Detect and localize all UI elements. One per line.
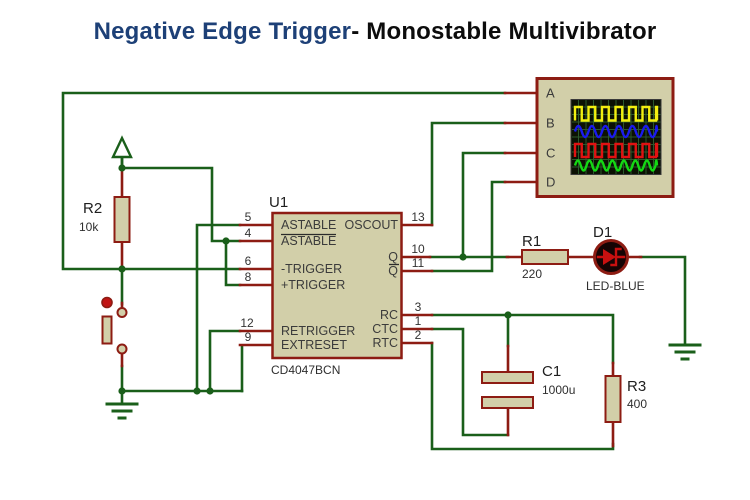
wire-ground-bus [120,267,244,406]
oscilloscope: A B C D [535,77,675,198]
pin-label: CTC [372,322,398,336]
channel-label: C [546,146,555,161]
vcc-arrow-icon [111,135,133,170]
vcc-triangle [111,135,133,159]
wires [61,91,687,451]
resistor-body [521,249,569,265]
ground-bars [668,343,702,361]
component-ref: C1 [542,363,561,380]
wire-oscout-chB [430,121,507,227]
pin-label: ASTABLE [281,234,336,248]
pin-number: 5 [245,210,252,224]
wire-rc-net [430,313,615,365]
ic-part-label: CD4047BCN [271,363,340,377]
led-cathode-bar [610,247,622,267]
component-value: LED-BLUE [586,279,645,293]
resistor-r3: R3 400 [604,375,647,423]
pin-number: 6 [245,254,252,268]
resistor-r2: R2 10k [79,196,131,243]
push-button[interactable] [101,296,128,355]
junction-dot [118,387,126,395]
pin-number: 13 [411,210,425,224]
ic-u1: U1 CD4047BCN 5 4 6 8 12 9 13 10 11 3 1 2… [240,194,425,377]
pin-number: 8 [245,270,252,284]
ground-bars [105,402,139,420]
pin-label: Q [388,250,398,264]
pin-label: +TRIGGER [281,278,345,292]
title-rest: - Monostable Multivibrator [351,18,657,45]
junction-dot [459,253,467,261]
channel-label: B [546,116,555,131]
component-ref: R2 [83,200,102,217]
page-title: Negative Edge Trigger- Monostable Multiv… [0,18,750,46]
resistor-body [604,375,622,423]
channel-label: A [546,86,555,101]
component-value: 220 [522,267,542,281]
wire-vcc-net [120,155,242,287]
wire-retrigger-gnd [208,329,242,393]
scope-pin-stubs [503,91,541,184]
component-value: 10k [79,220,99,234]
scope-trace-D [573,159,659,172]
junction-dot [504,311,512,319]
component-leads [120,168,643,448]
pin-number: 12 [240,316,254,330]
pin-label: RC [380,308,398,322]
ground-icon [668,343,702,361]
title-accent: Negative Edge Trigger [93,18,352,45]
ic-ref-label: U1 [269,194,288,211]
scope-trace-C [573,142,659,159]
ic-pin-stubs [238,223,434,347]
component-ref: D1 [593,224,612,241]
pin-label: RTC [373,336,398,350]
wire-ctc-net [430,327,510,437]
component-value: 400 [627,397,647,411]
component-ref: R3 [627,378,646,395]
pin-label: ASTABLE [281,218,336,232]
led-triangle [603,249,616,265]
capacitor-plate [481,396,534,409]
pin-label: Q [388,264,398,278]
button-contact [116,343,128,355]
scope-trace-B [573,124,659,139]
capacitor-c1: C1 1000u [481,363,575,409]
ic-body [271,211,403,360]
pin-label: OSCOUT [345,218,399,232]
pin-number: 9 [245,330,252,344]
pin-number: 2 [415,328,422,342]
wire-q-output [428,151,510,259]
led-d1: D1 LED-BLUE [586,224,645,293]
component-value: 1000u [542,383,575,397]
junction-dot [118,265,126,273]
wire-trigger-net [61,91,507,271]
button-contact [116,307,128,318]
pin-label: -TRIGGER [281,262,342,276]
component-ref: R1 [522,233,541,250]
pin-number: 3 [415,300,422,314]
wire-led-ground [638,255,687,346]
pin-number: 10 [411,242,425,256]
pin-number: 4 [245,226,252,240]
button-body[interactable] [101,315,113,345]
pin-label: RETRIGGER [281,324,355,338]
wire-qbar-chD [430,180,507,273]
button-cap[interactable] [101,296,113,309]
junction-dot [222,237,230,245]
junction-dot [193,387,201,395]
resistor-r1: R1 220 [521,233,569,281]
junction-dot [206,387,214,395]
pin-label: EXTRESET [281,338,347,352]
pin-number: 1 [415,314,422,328]
channel-label: D [546,175,555,190]
wire-astable-gnd [195,223,242,393]
pin-number: 11 [412,256,425,270]
ground-icon [105,402,139,420]
resistor-body [113,196,131,243]
junction-dot [118,164,126,172]
capacitor-plate [481,371,534,384]
scope-trace-A [573,105,659,122]
